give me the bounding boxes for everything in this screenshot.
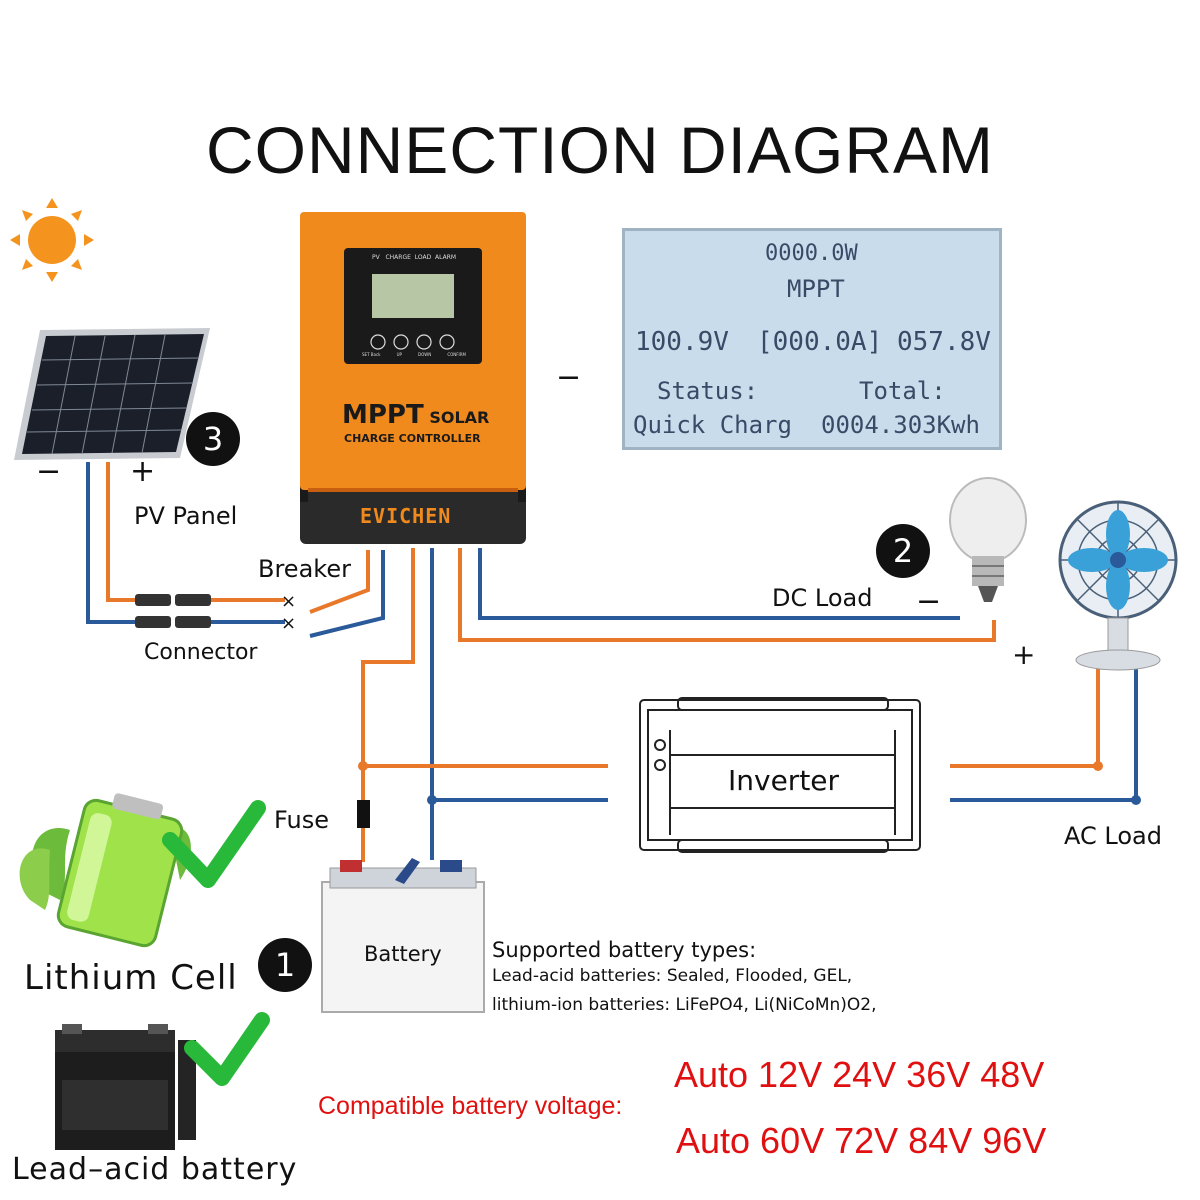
battery-positive-wire [361, 548, 415, 800]
svg-text:×: × [281, 613, 296, 634]
lithium-check-icon [162, 800, 266, 888]
indicator-alarm: ALARM [435, 254, 457, 261]
button-up: UP [396, 352, 402, 357]
connector-icon [135, 594, 211, 628]
pv-minus-sign: − [36, 454, 62, 489]
lithium-cell-icon [19, 793, 191, 948]
indicator-pv: PV [372, 254, 380, 261]
step-3-marker: 3 [186, 412, 240, 466]
lcd-current: [000.0A] [757, 327, 883, 357]
lcd-battery-voltage: 057.8V [897, 327, 991, 357]
breaker-label: Breaker [258, 555, 351, 583]
battery-label: Battery [364, 942, 442, 966]
breaker-neg [309, 550, 385, 638]
lcd-total-value: 0004.303Kwh [821, 411, 980, 439]
lead-acid-label: Lead–acid battery [12, 1152, 298, 1187]
lcd-display: 0000.0W MPPT 100.9V [000.0A] 057.8V Stat… [622, 228, 1002, 450]
lcd-status-value: Quick Charg [633, 411, 792, 439]
dcload-neg-wire [478, 548, 960, 620]
battery-icon [321, 858, 485, 1013]
solar-panel-icon [14, 328, 210, 460]
controller-model: MPPT [342, 400, 424, 430]
lcd-pv-voltage: 100.9V [635, 327, 729, 357]
supported-heading: Supported battery types: [492, 938, 757, 962]
pv-negative-wire [86, 462, 135, 624]
charge-controller: PV CHARGE LOAD ALARM SET Back UP DOWN CO… [292, 212, 534, 544]
lcd-power: 0000.0W [765, 241, 858, 266]
controller-brand: EVICHEN [360, 504, 452, 528]
lcd-minus-sign: − [556, 360, 582, 395]
page-title: CONNECTION DIAGRAM [205, 113, 995, 187]
ac-load-label: AC Load [1064, 822, 1162, 850]
sun-icon [10, 198, 94, 282]
lcd-total-label: Total: [859, 377, 946, 405]
voltage-row-2: Auto 60V 72V 84V 96V [676, 1120, 1047, 1161]
step-1-marker: 1 [258, 938, 312, 992]
voltage-label: Compatible battery voltage: [318, 1092, 623, 1120]
lead-acid-battery-icon [55, 1024, 196, 1150]
lithium-cell-label: Lithium Cell [24, 958, 238, 998]
pv-plus-sign: + [130, 454, 156, 489]
controller-subtitle: CHARGE CONTROLLER [344, 432, 481, 445]
breaker-pos [309, 550, 370, 614]
ac-pos-wire [950, 660, 1100, 768]
button-confirm: CONFIRM [447, 352, 466, 357]
dcload-pos-wire [458, 548, 996, 642]
pv-positive-wire [106, 462, 135, 602]
fuse-label: Fuse [274, 806, 329, 834]
dc-load-minus-sign: − [916, 584, 942, 619]
inverter-icon [639, 697, 921, 853]
button-down: DOWN [418, 352, 432, 357]
lcd-status-label: Status: [657, 377, 759, 405]
fuse-icon [357, 800, 370, 828]
voltage-row-1: Auto 12V 24V 36V 48V [674, 1054, 1045, 1095]
connector-label: Connector [144, 640, 258, 665]
fan-icon [1058, 500, 1178, 671]
supported-lithium: lithium-ion batteries: LiFePO4, Li(NiCoM… [492, 995, 877, 1015]
supported-lead-acid: Lead-acid batteries: Sealed, Flooded, GE… [492, 966, 853, 986]
lcd-mode: MPPT [787, 275, 845, 303]
step-2-marker: 2 [876, 524, 930, 578]
inverter-label: Inverter [728, 764, 840, 797]
controller-model-solar: SOLAR [429, 408, 490, 427]
button-set: SET Back [362, 352, 381, 357]
pv-panel-label: PV Panel [134, 502, 238, 530]
light-bulb-icon [949, 477, 1027, 602]
indicator-charge: CHARGE [385, 254, 411, 261]
ac-neg-wire [950, 660, 1138, 802]
indicator-load: LOAD [414, 254, 432, 261]
lead-acid-check-icon [184, 1012, 270, 1086]
dc-load-label: DC Load [772, 584, 873, 612]
svg-text:×: × [281, 591, 296, 612]
controller-body [292, 212, 534, 544]
dc-load-plus-sign: + [1012, 638, 1036, 671]
